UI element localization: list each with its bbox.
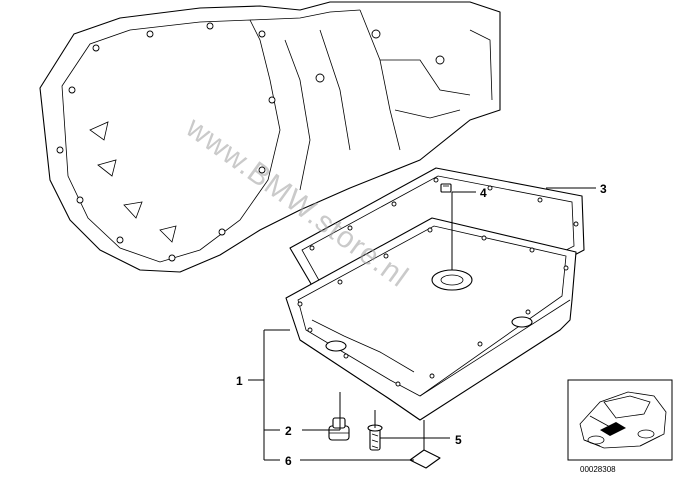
leader-lines	[248, 187, 596, 461]
callout-1: 1	[236, 374, 243, 388]
oil-pan	[285, 217, 577, 421]
reference-number: 00028308	[580, 465, 616, 474]
clip	[440, 183, 452, 193]
screw	[367, 424, 383, 451]
vehicle-inset	[567, 379, 673, 461]
callout-6: 6	[285, 454, 292, 468]
drain-plug	[328, 417, 350, 441]
sealing-washer	[409, 449, 441, 469]
callout-4: 4	[480, 186, 487, 200]
callout-3: 3	[600, 182, 607, 196]
transmission-housing	[39, 1, 501, 273]
callout-2: 2	[285, 424, 292, 438]
callout-5: 5	[455, 433, 462, 447]
